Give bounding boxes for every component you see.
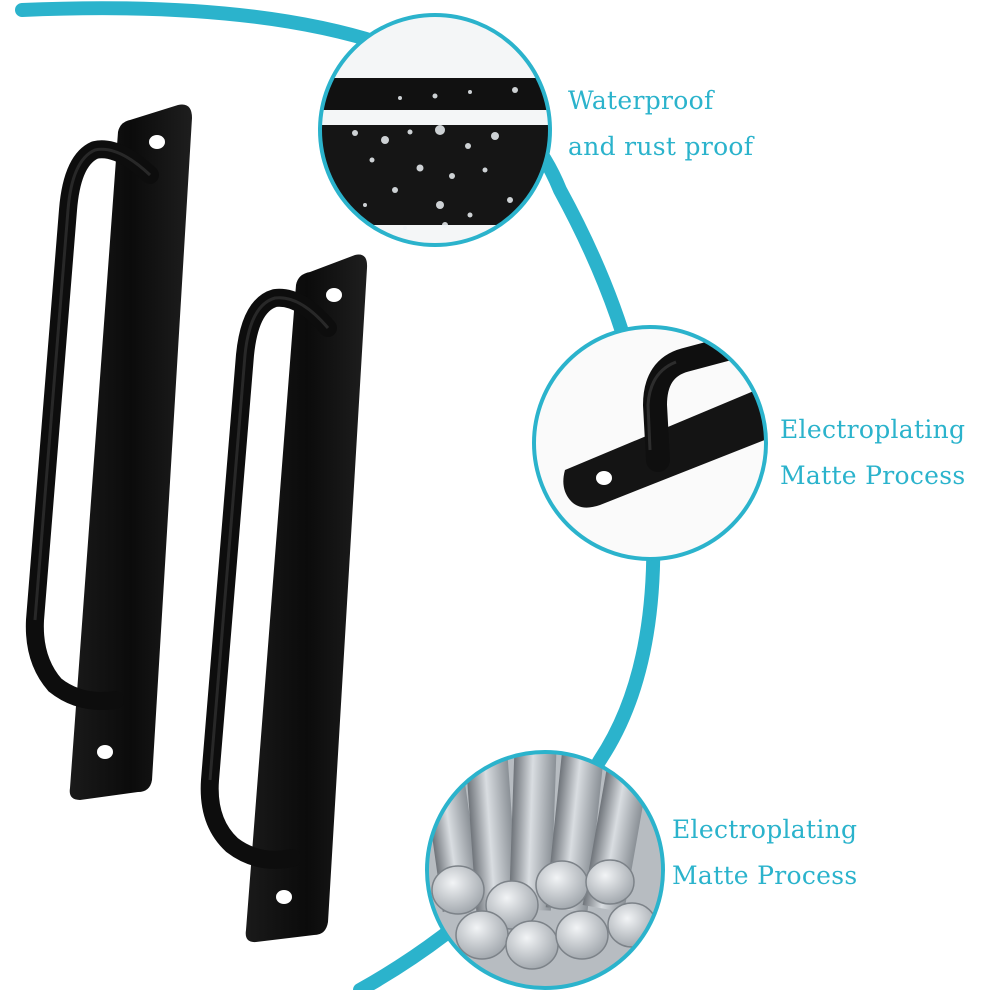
closeup-ring-3 xyxy=(425,750,665,990)
feature-line: Matte Process xyxy=(672,861,858,890)
feature-line: Electroplating xyxy=(672,815,858,844)
feature-waterproof: Waterproof and rust proof xyxy=(568,78,753,170)
handle-plate-closeup xyxy=(534,327,766,559)
feature-electroplating-1: Electroplating Matte Process xyxy=(780,407,966,499)
feature-line: Waterproof xyxy=(568,86,714,115)
feature-line: Electroplating xyxy=(780,415,966,444)
handle-left xyxy=(25,104,192,801)
water-droplets-closeup xyxy=(320,15,550,245)
feature-line: and rust proof xyxy=(568,132,754,161)
handle-right xyxy=(200,254,368,943)
closeup-ring-2 xyxy=(532,325,768,561)
feature-line: Matte Process xyxy=(780,461,966,490)
closeup-ring-1 xyxy=(318,13,552,247)
feature-electroplating-2: Electroplating Matte Process xyxy=(672,807,858,899)
